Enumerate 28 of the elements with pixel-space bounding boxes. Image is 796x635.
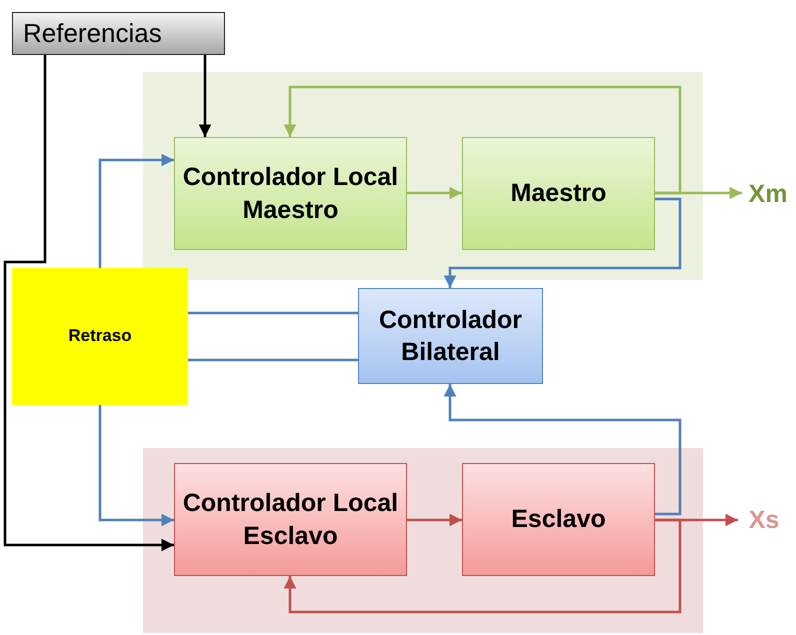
arrow <box>284 518 682 614</box>
node-label: Controlador Local Esclavo <box>182 488 400 552</box>
arrow <box>284 86 682 194</box>
arrow <box>98 405 174 526</box>
node-label: Esclavo <box>511 504 606 536</box>
node-label: Xs <box>748 504 780 536</box>
arrow <box>198 55 212 137</box>
process-box <box>358 288 543 384</box>
source-box <box>12 12 225 55</box>
process-box <box>462 463 655 576</box>
node-label: Xm <box>748 178 788 210</box>
arrow <box>4 55 174 552</box>
process-box <box>174 463 407 576</box>
node-label: Retraso <box>68 325 132 348</box>
arrow <box>98 154 174 268</box>
group-band <box>143 448 703 633</box>
process-box <box>462 137 655 250</box>
process-box <box>174 137 407 250</box>
arrow <box>444 384 682 516</box>
node-label: Maestro <box>510 178 606 210</box>
arrow <box>444 198 682 288</box>
node-label: Referencias <box>23 16 162 50</box>
node-label: Controlador Local Maestro <box>182 162 400 226</box>
node-label: Controlador Bilateral <box>378 304 524 368</box>
group-band <box>143 72 703 280</box>
delay-box <box>12 268 188 405</box>
arrow <box>407 514 462 526</box>
arrow <box>407 186 462 200</box>
